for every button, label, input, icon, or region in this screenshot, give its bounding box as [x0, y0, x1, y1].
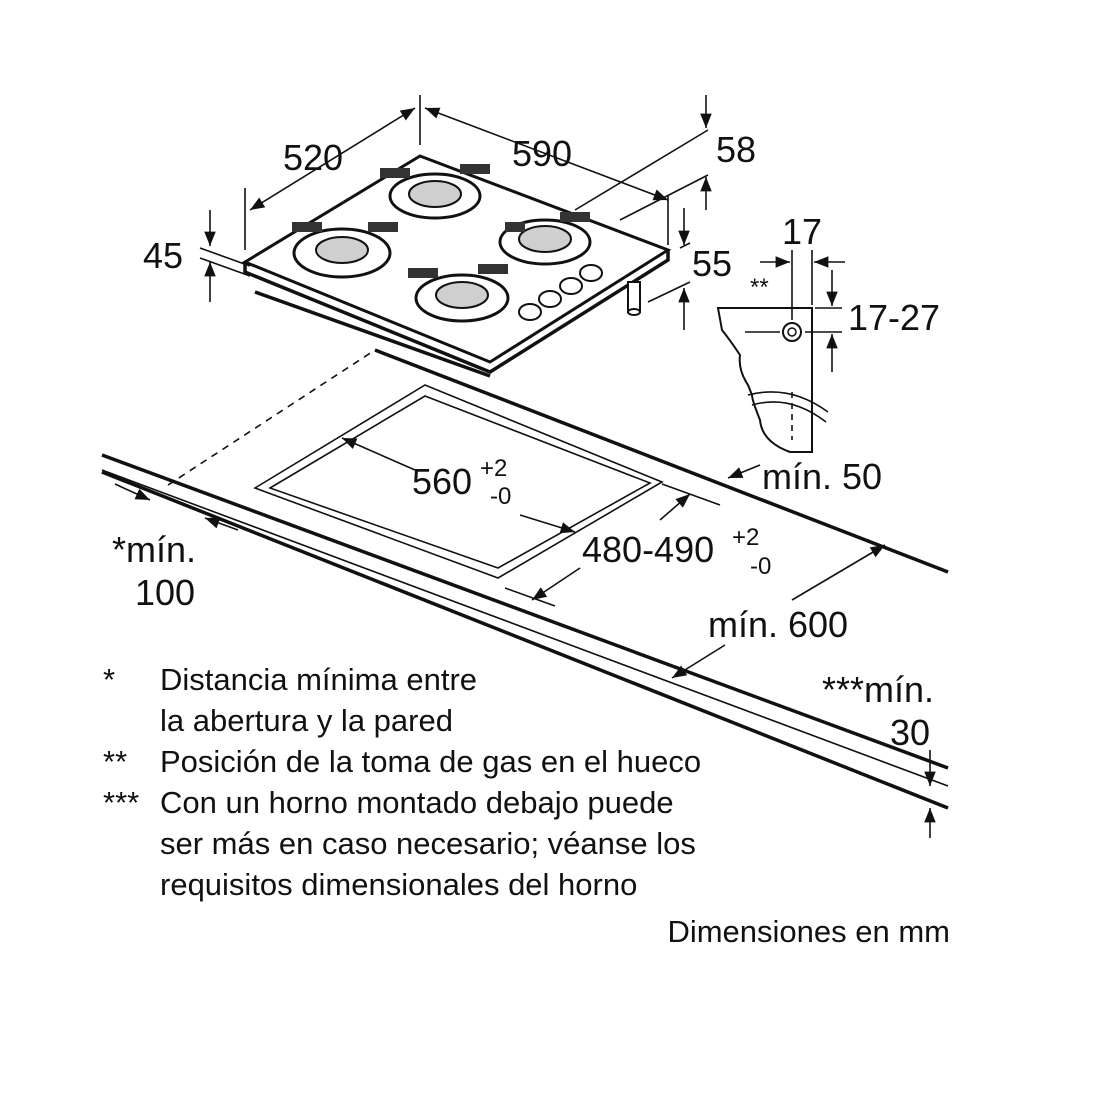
dim-min-100-label: *mín. — [112, 529, 196, 570]
gas-connector — [627, 281, 641, 316]
bracket-detail — [716, 250, 845, 453]
dim-min-30-value: 30 — [890, 712, 930, 753]
dim-17: 17 — [782, 211, 822, 252]
countertop — [101, 348, 949, 810]
dim-480-490: 480-490 — [582, 529, 714, 570]
notes: * Distancia mínima entre la abertura y l… — [103, 662, 701, 902]
cutout — [253, 384, 664, 579]
note-1-line-1: Distancia mínima entre — [160, 662, 477, 697]
dim-min-30-label: ***mín. — [822, 669, 934, 710]
units-caption: Dimensiones en mm — [667, 914, 950, 949]
dim-45: 45 — [143, 235, 183, 276]
dim-min-50: mín. 50 — [762, 456, 882, 497]
hob — [241, 154, 672, 378]
note-3-line-3: requisitos dimensionales del horno — [160, 867, 637, 902]
dim-480-490-tol-minus: -0 — [750, 553, 771, 580]
dim-480-490-tol-plus: +2 — [732, 524, 759, 551]
dim-min-100-value: 100 — [135, 572, 195, 613]
burner-right — [498, 212, 592, 266]
dim-590: 590 — [512, 133, 572, 174]
burner-left — [292, 222, 398, 279]
control-knobs — [518, 264, 603, 321]
note-marker-1: * — [103, 662, 115, 697]
burner-front — [408, 264, 510, 323]
pipe-marker: ** — [750, 274, 769, 301]
note-3-line-2: ser más en caso necesario; véanse los — [160, 826, 696, 861]
dim-520: 520 — [283, 137, 343, 178]
dimension-lines — [114, 95, 936, 838]
dim-560-tol-plus: +2 — [480, 455, 507, 482]
dim-17-27: 17-27 — [848, 297, 940, 338]
note-marker-3: *** — [103, 785, 139, 820]
note-2-line-1: Posición de la toma de gas en el hueco — [160, 744, 701, 779]
note-marker-2: ** — [103, 744, 127, 779]
dim-58: 58 — [716, 129, 756, 170]
dim-560: 560 — [412, 461, 472, 502]
dim-560-tol-minus: -0 — [490, 483, 511, 510]
note-1-line-2: la abertura y la pared — [160, 703, 453, 738]
dim-min-600: mín. 600 — [708, 604, 848, 645]
note-3-line-1: Con un horno montado debajo puede — [160, 785, 674, 820]
dim-55: 55 — [692, 243, 732, 284]
